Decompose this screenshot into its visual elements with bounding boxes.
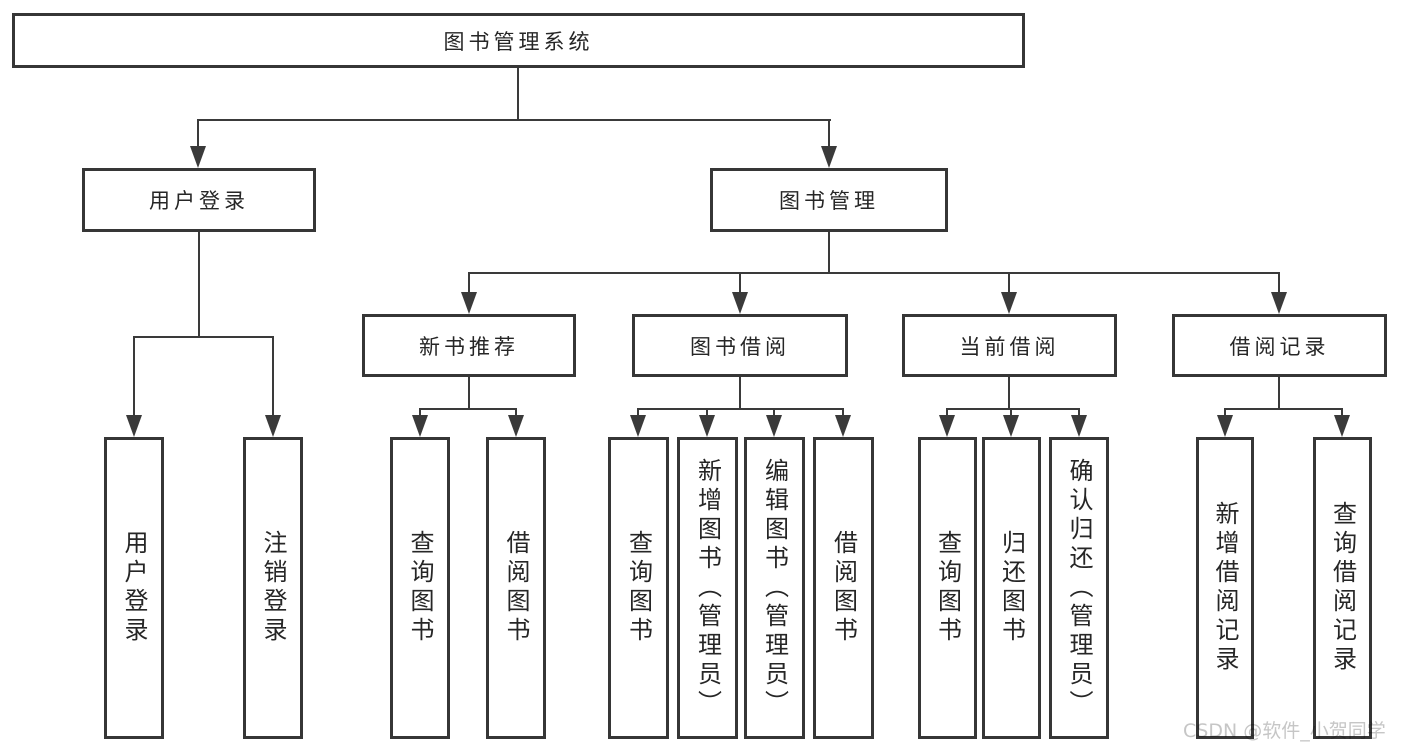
leaf-recommend-borrow-book: 借阅图书: [486, 437, 546, 739]
connector-line: [739, 377, 741, 410]
connector-line: [1008, 377, 1010, 410]
leaf-current-query-book: 查询图书: [918, 437, 977, 739]
connector-line: [419, 408, 517, 410]
connector-line: [1224, 408, 1226, 417]
connector-line: [198, 232, 200, 338]
arrow-down-icon: [508, 415, 524, 437]
connector-line: [1278, 272, 1280, 294]
connector-line: [828, 119, 830, 148]
arrow-down-icon: [1071, 415, 1087, 437]
connector-line: [515, 408, 517, 417]
leaf-borrow-query-book: 查询图书: [608, 437, 669, 739]
connector-line: [1278, 377, 1280, 410]
node-library-system: 图书管理系统: [12, 13, 1025, 68]
arrow-down-icon: [821, 146, 837, 168]
arrow-down-icon: [126, 415, 142, 437]
arrow-down-icon: [190, 146, 206, 168]
connector-line: [1224, 408, 1343, 410]
connector-line: [1341, 408, 1343, 417]
connector-line: [773, 408, 775, 417]
arrow-down-icon: [1334, 415, 1350, 437]
connector-line: [637, 408, 639, 417]
arrow-down-icon: [699, 415, 715, 437]
node-book-management: 图书管理: [710, 168, 948, 232]
connector-line: [468, 272, 470, 294]
connector-line: [468, 272, 1280, 274]
connector-line: [706, 408, 708, 417]
leaf-borrow-edit-book-admin: 编辑图书（管理员）: [744, 437, 805, 739]
leaf-borrow-add-book-admin: 新增图书（管理员）: [677, 437, 738, 739]
arrow-down-icon: [766, 415, 782, 437]
arrow-down-icon: [1271, 292, 1287, 314]
arrow-down-icon: [461, 292, 477, 314]
arrow-down-icon: [732, 292, 748, 314]
connector-line: [272, 336, 274, 416]
node-borrowing-records: 借阅记录: [1172, 314, 1387, 377]
arrow-down-icon: [1003, 415, 1019, 437]
connector-line: [946, 408, 948, 417]
leaf-records-add-record: 新增借阅记录: [1196, 437, 1254, 739]
connector-line: [197, 119, 199, 148]
arrow-down-icon: [265, 415, 281, 437]
leaf-user-login: 用户登录: [104, 437, 164, 739]
connector-line: [828, 232, 830, 274]
node-book-borrowing: 图书借阅: [632, 314, 848, 377]
connector-line: [468, 377, 470, 410]
node-user-login: 用户登录: [82, 168, 316, 232]
leaf-logout-login: 注销登录: [243, 437, 303, 739]
connector-line: [1008, 272, 1010, 294]
watermark: CSDN @软件_小贺同学: [1183, 720, 1386, 742]
node-current-borrowing: 当前借阅: [902, 314, 1117, 377]
connector-line: [739, 272, 741, 294]
arrow-down-icon: [1217, 415, 1233, 437]
connector-line: [133, 336, 274, 338]
connector-line: [133, 336, 135, 416]
leaf-records-query-record: 查询借阅记录: [1313, 437, 1372, 739]
connector-line: [517, 68, 519, 121]
leaf-current-confirm-return-admin: 确认归还（管理员）: [1049, 437, 1109, 739]
arrow-down-icon: [939, 415, 955, 437]
connector-line: [946, 408, 1080, 410]
connector-line: [842, 408, 844, 417]
arrow-down-icon: [835, 415, 851, 437]
connector-line: [1010, 408, 1012, 417]
arrow-down-icon: [630, 415, 646, 437]
connector-line: [637, 408, 844, 410]
leaf-current-return-book: 归还图书: [982, 437, 1041, 739]
connector-line: [1078, 408, 1080, 417]
node-new-book-recommendation: 新书推荐: [362, 314, 576, 377]
arrow-down-icon: [1001, 292, 1017, 314]
leaf-recommend-query-book: 查询图书: [390, 437, 450, 739]
leaf-borrow-borrow-book: 借阅图书: [813, 437, 874, 739]
connector-line: [419, 408, 421, 417]
arrow-down-icon: [412, 415, 428, 437]
connector-line: [197, 119, 831, 121]
